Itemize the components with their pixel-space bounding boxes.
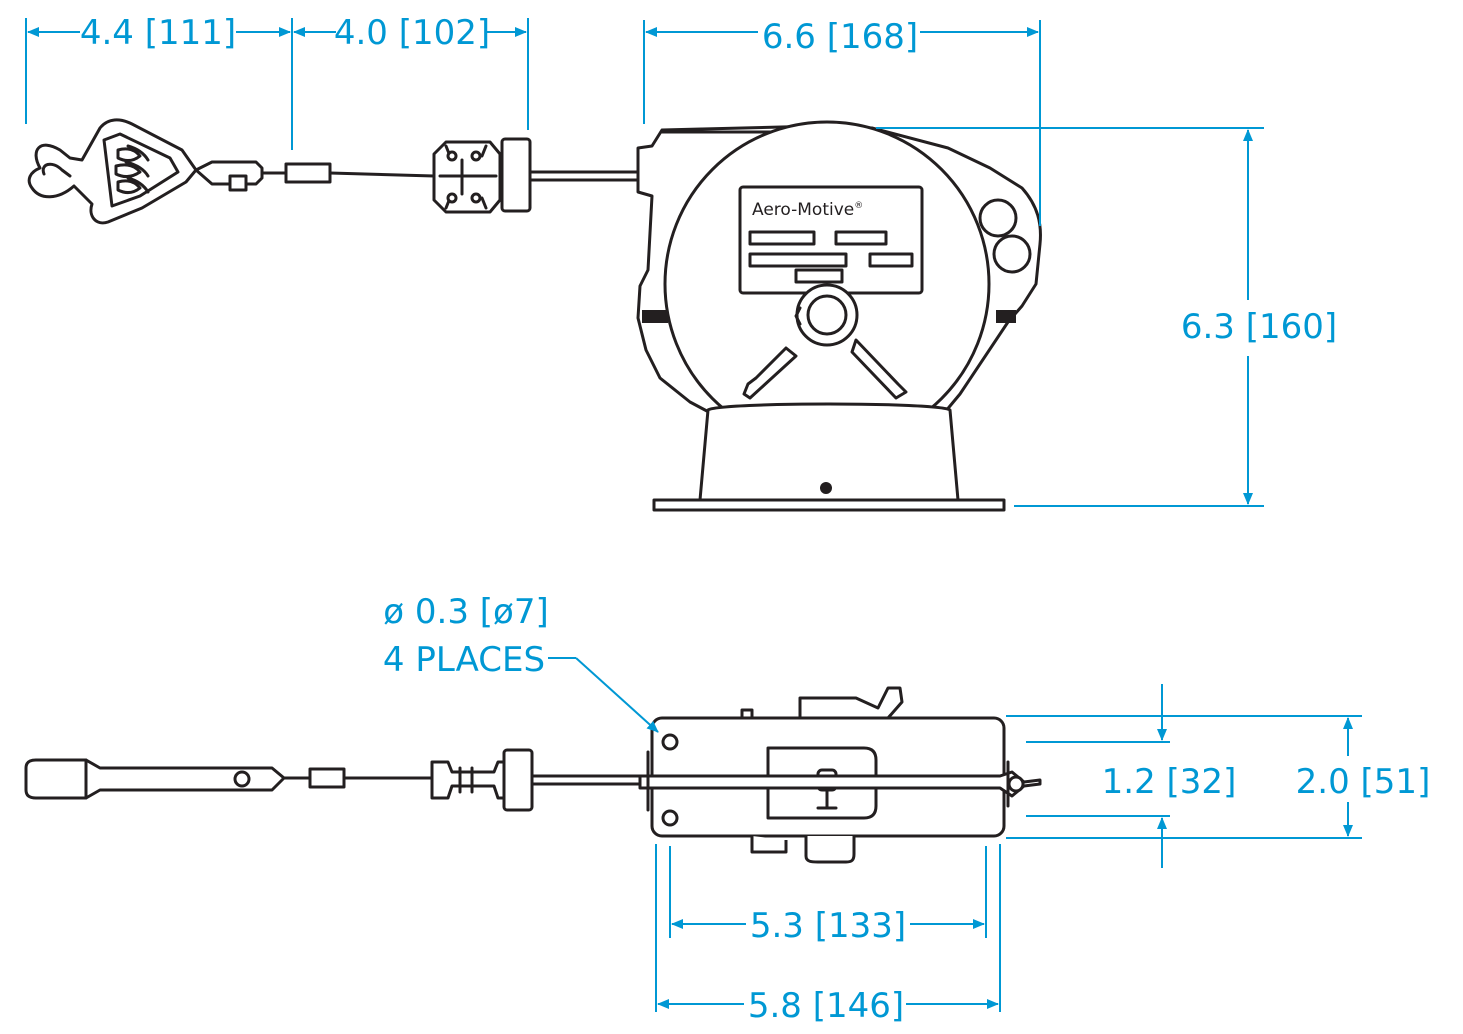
cable-assembly bbox=[194, 160, 436, 192]
brand-logo-text: Aero-Motive® bbox=[752, 200, 863, 220]
nameplate-field bbox=[748, 252, 848, 268]
handle-hook-icon bbox=[27, 118, 198, 225]
handle-length-label: 4.4 [111] bbox=[80, 13, 236, 53]
nameplate-field bbox=[748, 230, 816, 246]
hole-spacing-depth-label: 1.2 [32] bbox=[1102, 762, 1237, 802]
reel-plan-body bbox=[638, 686, 1042, 864]
dimension-lines bbox=[25, 18, 1362, 1012]
reel-height-label: 6.3 [160] bbox=[1181, 307, 1337, 347]
dimension-labels: 4.4 [111] 4.0 [102] 6.6 [168] 6.3 [160] … bbox=[80, 13, 1430, 1026]
stop-plan-icon bbox=[430, 748, 642, 812]
hole-count-label: 4 PLACES bbox=[383, 640, 545, 680]
reel-hub bbox=[742, 283, 908, 400]
base-depth-label: 2.0 [51] bbox=[1296, 762, 1431, 802]
hole-spacing-length-label: 5.3 [133] bbox=[750, 906, 906, 946]
front-view: Aero-Motive® bbox=[27, 118, 1042, 512]
nameplate-field bbox=[868, 252, 914, 268]
ball-stop-icon bbox=[432, 137, 640, 214]
handle-plan-icon bbox=[24, 758, 436, 800]
nameplate-field bbox=[834, 230, 888, 246]
reel-width-label: 6.6 [168] bbox=[762, 17, 918, 57]
nameplate-field bbox=[794, 268, 844, 284]
base-length-label: 5.8 [146] bbox=[748, 986, 904, 1026]
hole-diameter-label: ø 0.3 [ø7] bbox=[383, 592, 548, 632]
stop-length-label: 4.0 [102] bbox=[334, 13, 490, 53]
plan-view bbox=[24, 686, 1042, 864]
reel-base bbox=[652, 402, 1006, 512]
nameplate: Aero-Motive® bbox=[738, 185, 924, 295]
